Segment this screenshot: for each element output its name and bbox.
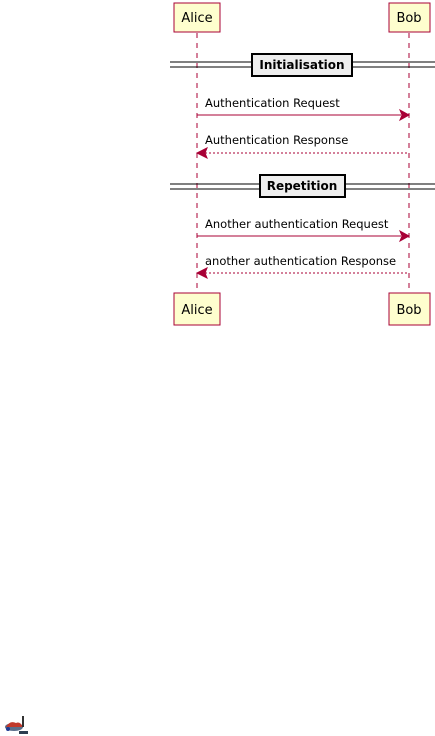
divider-initialisation: Initialisation [170,53,435,77]
participant-alice-bottom: Alice [173,292,221,326]
arrowhead-left-icon [195,146,208,160]
arrowhead-right-icon [399,229,411,243]
participant-bob-bottom-label: Bob [396,303,421,318]
divider-initialisation-label: Initialisation [259,58,344,72]
divider-repetition-label: Repetition [267,179,338,193]
message-authentication-response: Authentication Response [195,133,409,160]
message-another-authentication-response-label: another authentication Response [205,254,396,268]
divider-repetition: Repetition [170,174,435,198]
arrowhead-right-icon [399,108,411,122]
message-authentication-request: Authentication Request [197,96,411,122]
participant-bob-top-label: Bob [396,11,421,26]
participant-alice-top: Alice [173,2,221,33]
message-another-authentication-request-label: Another authentication Request [205,217,389,231]
message-authentication-request-label: Authentication Request [205,96,340,110]
message-authentication-response-label: Authentication Response [205,133,348,147]
arrowhead-left-icon [195,266,208,280]
participant-bob-top: Bob [388,2,431,33]
plantuml-logo-icon [5,716,28,734]
participant-alice-bottom-label: Alice [181,303,212,318]
message-another-authentication-response: another authentication Response [195,254,409,280]
participant-alice-top-label: Alice [181,11,212,26]
participant-bob-bottom: Bob [388,292,431,326]
message-another-authentication-request: Another authentication Request [197,217,411,243]
